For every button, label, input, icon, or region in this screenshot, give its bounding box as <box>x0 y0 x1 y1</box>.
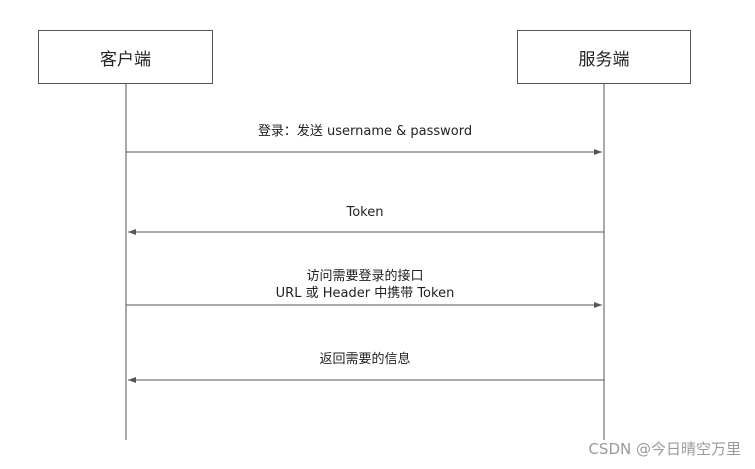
client-participant-label: 客户端 <box>100 49 151 70</box>
watermark: CSDN @今日晴空万里 <box>588 440 741 458</box>
message-line: 返回需要的信息 <box>319 352 411 367</box>
message-line: 访问需要登录的接口 <box>306 269 424 284</box>
message-line: URL 或 Header 中携带 Token <box>275 286 455 301</box>
message-line: Token <box>346 205 384 220</box>
server-participant-box: 服务端 <box>517 30 691 84</box>
client-participant-box: 客户端 <box>38 30 213 84</box>
message-label-access: 访问需要登录的接口 URL 或 Header 中携带 Token <box>126 268 604 302</box>
message-line: 登录：发送 username & password <box>257 124 473 139</box>
message-label-login: 登录：发送 username & password <box>126 123 604 140</box>
message-label-response: 返回需要的信息 <box>126 351 604 368</box>
message-label-token: Token <box>126 204 604 221</box>
server-participant-label: 服务端 <box>578 49 630 70</box>
